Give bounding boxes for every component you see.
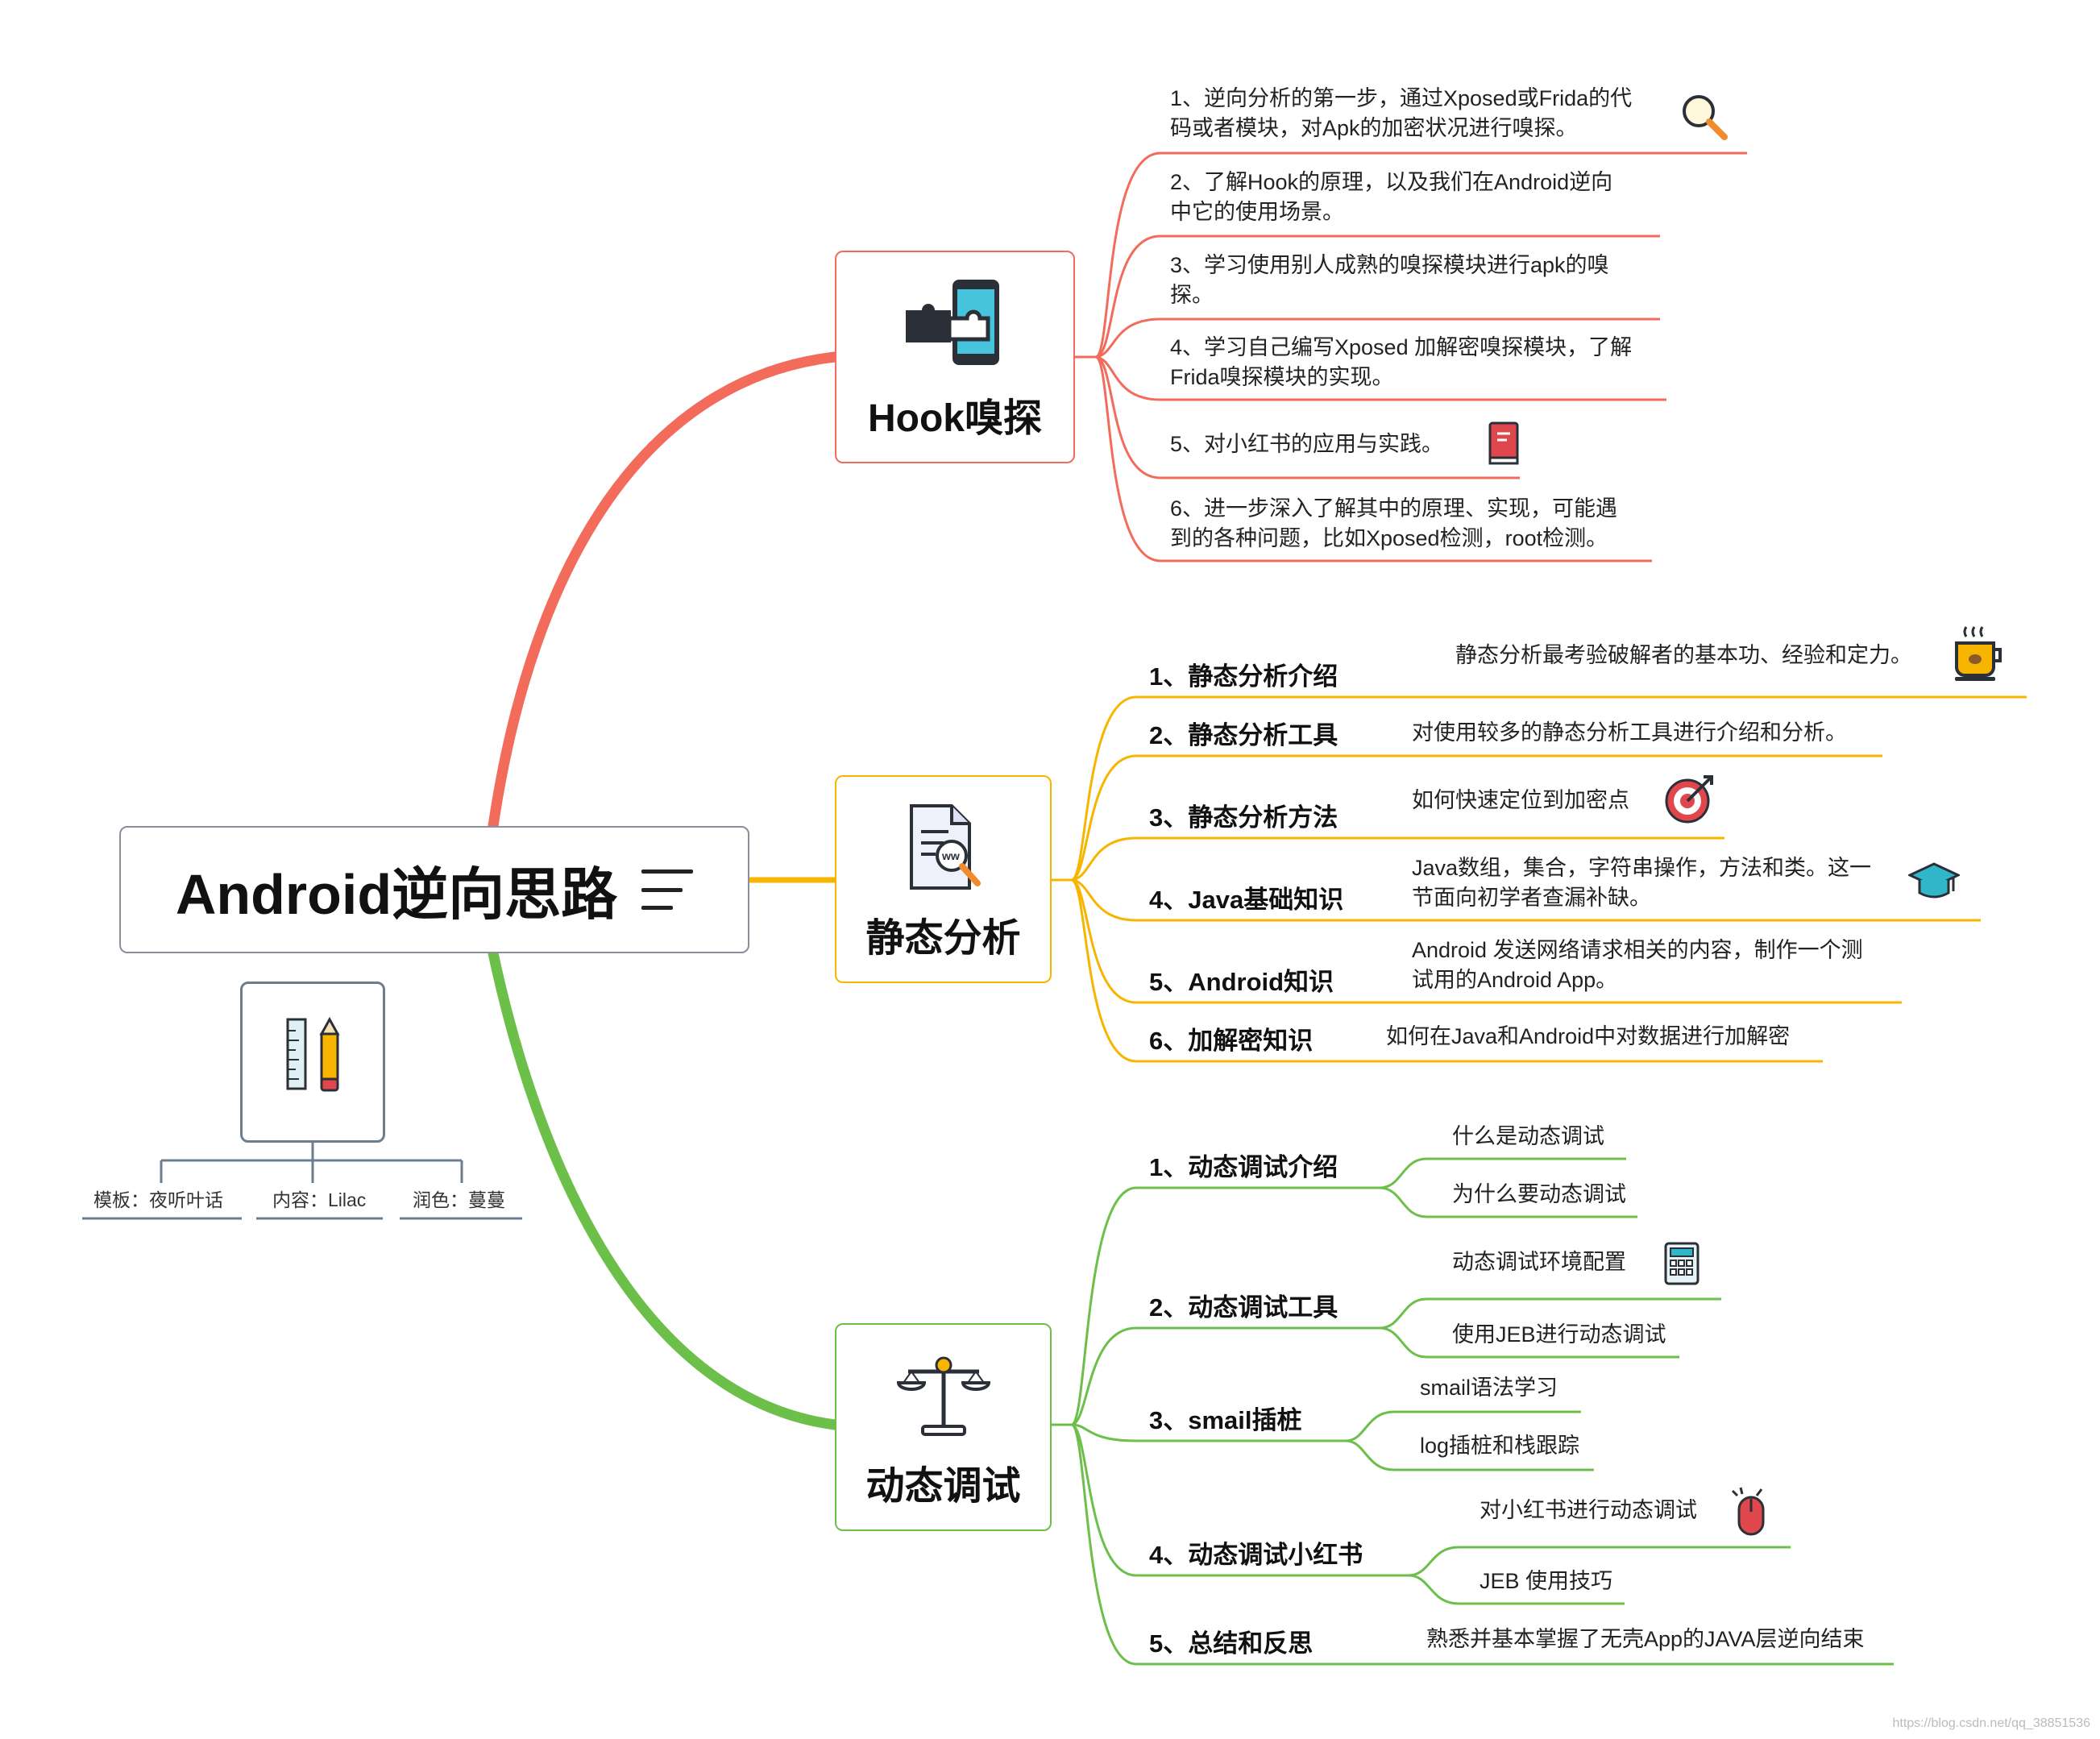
static-item-5-label[interactable]: 5、Android知识 (1149, 968, 1334, 996)
topic-dynamic[interactable]: 动态调试 (835, 1323, 1052, 1531)
hook-item-1-line-2: 码或者模块，对Apk的加密状况进行嗅探。 (1170, 116, 1578, 140)
dynamic-item-5-label[interactable]: 5、总结和反思 (1149, 1629, 1314, 1658)
static-item-5-desc: Android 发送网络请求相关的内容，制作一个测 试用的Android App… (1412, 936, 1863, 995)
hook-item-2-line-2: 中它的使用场景。 (1170, 200, 1344, 224)
ruler-pencil-icon (286, 1016, 340, 1092)
hook-item-6-line-1: 6、进一步深入了解其中的原理、实现，可能遇 (1170, 496, 1618, 521)
dynamic-item-1-label[interactable]: 1、动态调试介绍 (1149, 1153, 1338, 1181)
static-item-1-desc: 静态分析最考验破解者的基本功、经验和定力。 (1455, 643, 1912, 667)
mouse-icon (1731, 1487, 1765, 1536)
magnifier-icon (1683, 95, 1728, 140)
credits-node[interactable] (240, 982, 385, 1143)
dynamic-item-3-child-1: smail语法学习 (1420, 1376, 1558, 1400)
dynamic-item-2-label[interactable]: 2、动态调试工具 (1149, 1293, 1338, 1322)
credit-template: 模板：夜听叶话 (93, 1189, 223, 1210)
graduation-cap-icon (1908, 862, 1960, 899)
hook-item-2-line-1: 2、了解Hook的原理，以及我们在Android逆向 (1170, 170, 1613, 194)
balance-scale-icon (896, 1356, 990, 1436)
dynamic-item-4-label[interactable]: 4、动态调试小红书 (1149, 1541, 1363, 1569)
static-item-6-label[interactable]: 6、加解密知识 (1149, 1027, 1314, 1055)
dynamic-item-4-child-2: JEB 使用技巧 (1480, 1569, 1613, 1593)
dynamic-item-3-label[interactable]: 3、smail插桩 (1149, 1406, 1302, 1434)
hook-item-5-line-1: 5、对小红书的应用与实践。 (1170, 432, 1444, 456)
root-node[interactable]: Android逆向思路 (119, 826, 749, 953)
dynamic-item-5-child-1: 熟悉并基本掌握了无壳App的JAVA层逆向结束 (1426, 1627, 1865, 1651)
static-item-1-label[interactable]: 1、静态分析介绍 (1149, 662, 1338, 691)
hook-item-4-line-1: 4、学习自己编写Xposed 加解密嗅探模块，了解 (1170, 335, 1633, 359)
hook-item-4[interactable]: 4、学习自己编写Xposed 加解密嗅探模块，了解 Frida嗅探模块的实现。 (1170, 333, 1632, 392)
static-item-4-label[interactable]: 4、Java基础知识 (1149, 886, 1344, 914)
hook-item-2[interactable]: 2、了解Hook的原理，以及我们在Android逆向 中它的使用场景。 (1170, 168, 1612, 227)
hook-item-3-line-2: 探。 (1170, 283, 1214, 307)
red-book-icon (1488, 421, 1519, 465)
credit-lines (82, 1143, 522, 1220)
branch-root-hook (488, 351, 840, 832)
hook-item-4-line-2: Frida嗅探模块的实现。 (1170, 365, 1394, 389)
static-item-2-label[interactable]: 2、静态分析工具 (1149, 721, 1338, 749)
static-item-4-desc-line-2: 节面向初学者查漏补缺。 (1412, 886, 1651, 910)
root-title: Android逆向思路 (175, 862, 618, 926)
static-item-6-desc: 如何在Java和Android中对数据进行加解密 (1386, 1024, 1791, 1048)
credit-content: 内容：Lilac (272, 1189, 367, 1210)
dynamic-branches (1052, 1157, 1894, 1666)
watermark: https://blog.csdn.net/qq_38851536 (1892, 1716, 2090, 1730)
calculator-icon (1664, 1242, 1700, 1285)
hook-branches (1075, 151, 1747, 562)
branch-root-dynamic (488, 948, 840, 1430)
topic-hook[interactable]: Hook嗅探 (835, 251, 1075, 463)
dynamic-item-3-child-2: log插桩和栈跟踪 (1420, 1434, 1580, 1458)
static-item-2-desc: 对使用较多的静态分析工具进行介绍和分析。 (1412, 720, 1847, 745)
hook-item-6[interactable]: 6、进一步深入了解其中的原理、实现，可能遇 到的各种问题，比如Xposed检测，… (1170, 494, 1617, 554)
puzzle-phone-icon (906, 280, 999, 365)
dynamic-item-2-child-1: 动态调试环境配置 (1452, 1250, 1626, 1274)
hook-item-3[interactable]: 3、学习使用别人成熟的嗅探模块进行apk的嗅 探。 (1170, 251, 1609, 310)
static-item-3-desc: 如何快速定位到加密点 (1412, 788, 1629, 812)
static-item-3-label[interactable]: 3、静态分析方法 (1149, 803, 1338, 832)
target-icon (1665, 775, 1713, 824)
hook-item-3-line-1: 3、学习使用别人成熟的嗅探模块进行apk的嗅 (1170, 253, 1609, 277)
menu-lines-icon (641, 870, 694, 910)
static-item-5-desc-line-2: 试用的Android App。 (1412, 968, 1618, 992)
hook-item-5[interactable]: 5、对小红书的应用与实践。 (1170, 430, 1443, 459)
credit-polish: 润色：蔓蔓 (413, 1189, 505, 1210)
dynamic-item-1-child-2: 为什么要动态调试 (1452, 1182, 1626, 1206)
svg-text:ww: ww (941, 849, 960, 862)
static-item-4-desc-line-1: Java数组，集合，字符串操作，方法和类。这一 (1412, 856, 1872, 880)
static-item-5-desc-line-1: Android 发送网络请求相关的内容，制作一个测 (1412, 938, 1863, 962)
dynamic-item-1-child-1: 什么是动态调试 (1452, 1124, 1604, 1148)
hook-item-1[interactable]: 1、逆向分析的第一步，通过Xposed或Frida的代 码或者模块，对Apk的加… (1170, 84, 1632, 143)
dynamic-item-2-child-2: 使用JEB进行动态调试 (1452, 1322, 1666, 1347)
topic-dynamic-title: 动态调试 (865, 1465, 1021, 1508)
hook-item-1-line-1: 1、逆向分析的第一步，通过Xposed或Frida的代 (1170, 86, 1633, 110)
dynamic-item-4-child-1: 对小红书进行动态调试 (1480, 1498, 1697, 1522)
static-item-4-desc: Java数组，集合，字符串操作，方法和类。这一 节面向初学者查漏补缺。 (1412, 853, 1871, 913)
topic-static-title: 静态分析 (865, 917, 1021, 960)
web-document-search-icon: ww (909, 804, 981, 890)
static-branches (1052, 695, 2027, 1063)
hook-item-6-line-2: 到的各种问题，比如Xposed检测，root检测。 (1170, 526, 1608, 550)
topic-hook-title: Hook嗅探 (867, 397, 1042, 440)
topic-static[interactable]: ww 静态分析 (835, 775, 1052, 983)
coffee-cup-icon (1955, 626, 2002, 681)
